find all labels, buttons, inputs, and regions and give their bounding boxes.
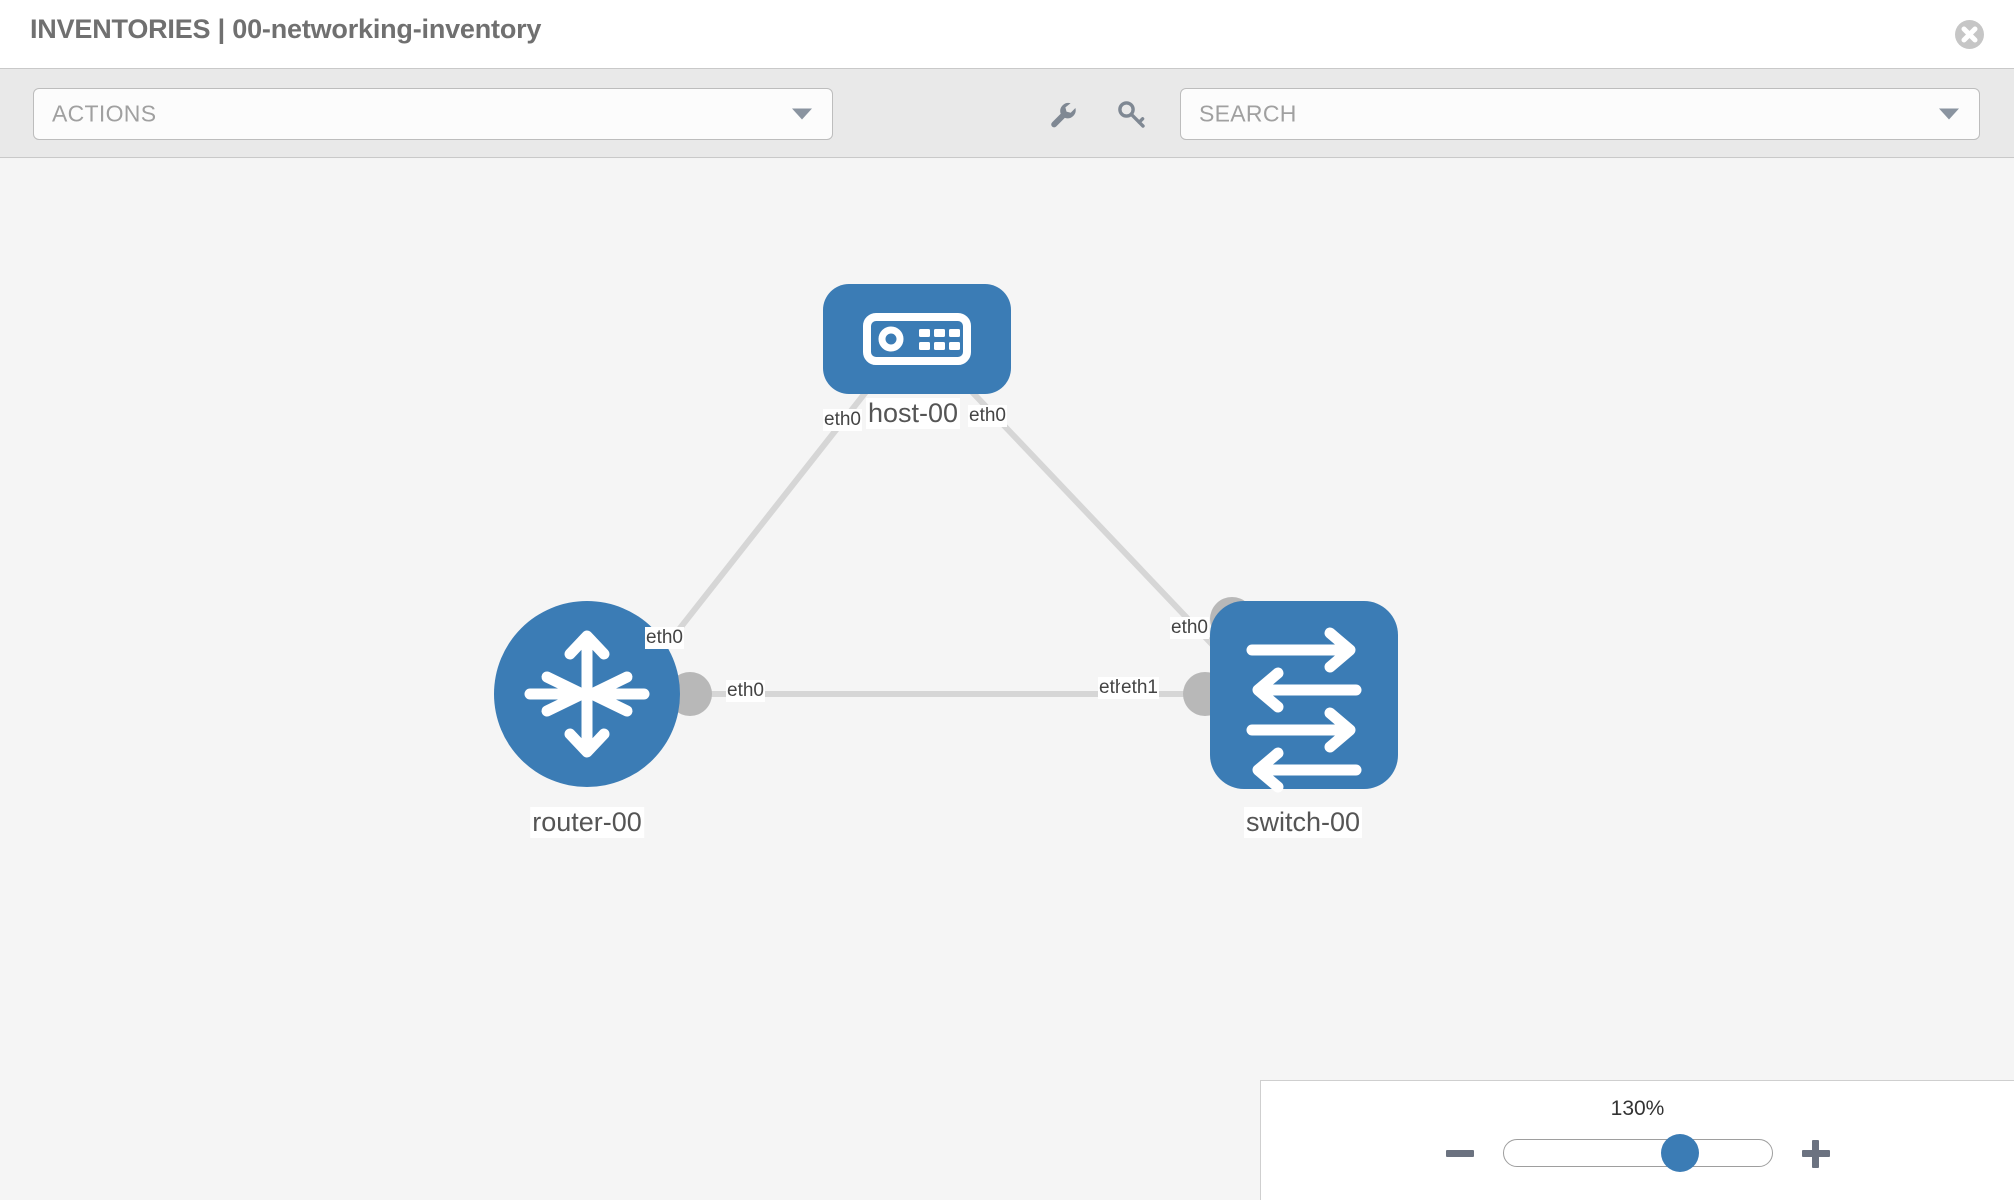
key-icon[interactable] <box>1114 97 1150 133</box>
actions-dropdown-label: ACTIONS <box>52 100 157 127</box>
topology-canvas[interactable]: host-00 router-00 switch-00 eth0 eth0 et… <box>0 159 2014 1200</box>
node-switch-00[interactable] <box>1210 601 1398 793</box>
zoom-slider-thumb[interactable] <box>1661 1134 1700 1172</box>
chevron-down-icon <box>1939 108 1959 120</box>
node-host-00[interactable] <box>823 284 1011 394</box>
topology-graph <box>494 284 1398 793</box>
chevron-down-icon <box>792 108 812 120</box>
node-label-router-00: router-00 <box>530 807 644 838</box>
interface-label: eth0 <box>968 405 1007 427</box>
zoom-level-value: 130% <box>1610 1097 1665 1120</box>
zoom-out-button[interactable] <box>1443 1136 1477 1170</box>
zoom-control-panel: 130% <box>1260 1080 2014 1200</box>
node-label-switch-00: switch-00 <box>1243 807 1363 838</box>
zoom-slider[interactable] <box>1502 1134 1773 1172</box>
close-icon[interactable] <box>1955 20 1984 49</box>
node-label-host-00: host-00 <box>865 398 961 429</box>
interface-label: eth0 <box>726 680 765 702</box>
page-header: INVENTORIES | 00-networking-inventory <box>0 0 2014 68</box>
zoom-in-button[interactable] <box>1799 1136 1833 1170</box>
interface-label: eth1 <box>1120 677 1159 699</box>
search-dropdown[interactable]: SEARCH <box>1180 88 1980 140</box>
interface-label: eth0 <box>645 627 684 649</box>
node-router-00[interactable] <box>494 601 680 787</box>
toolbar: ACTIONS SEARCH <box>0 68 2014 158</box>
actions-dropdown[interactable]: ACTIONS <box>33 88 833 140</box>
interface-label: eth0 <box>823 409 862 431</box>
interface-label: eth0 <box>1170 617 1209 639</box>
wrench-icon[interactable] <box>1046 97 1082 133</box>
search-input[interactable]: SEARCH <box>1199 100 1297 127</box>
page-title: INVENTORIES | 00-networking-inventory <box>30 14 542 44</box>
